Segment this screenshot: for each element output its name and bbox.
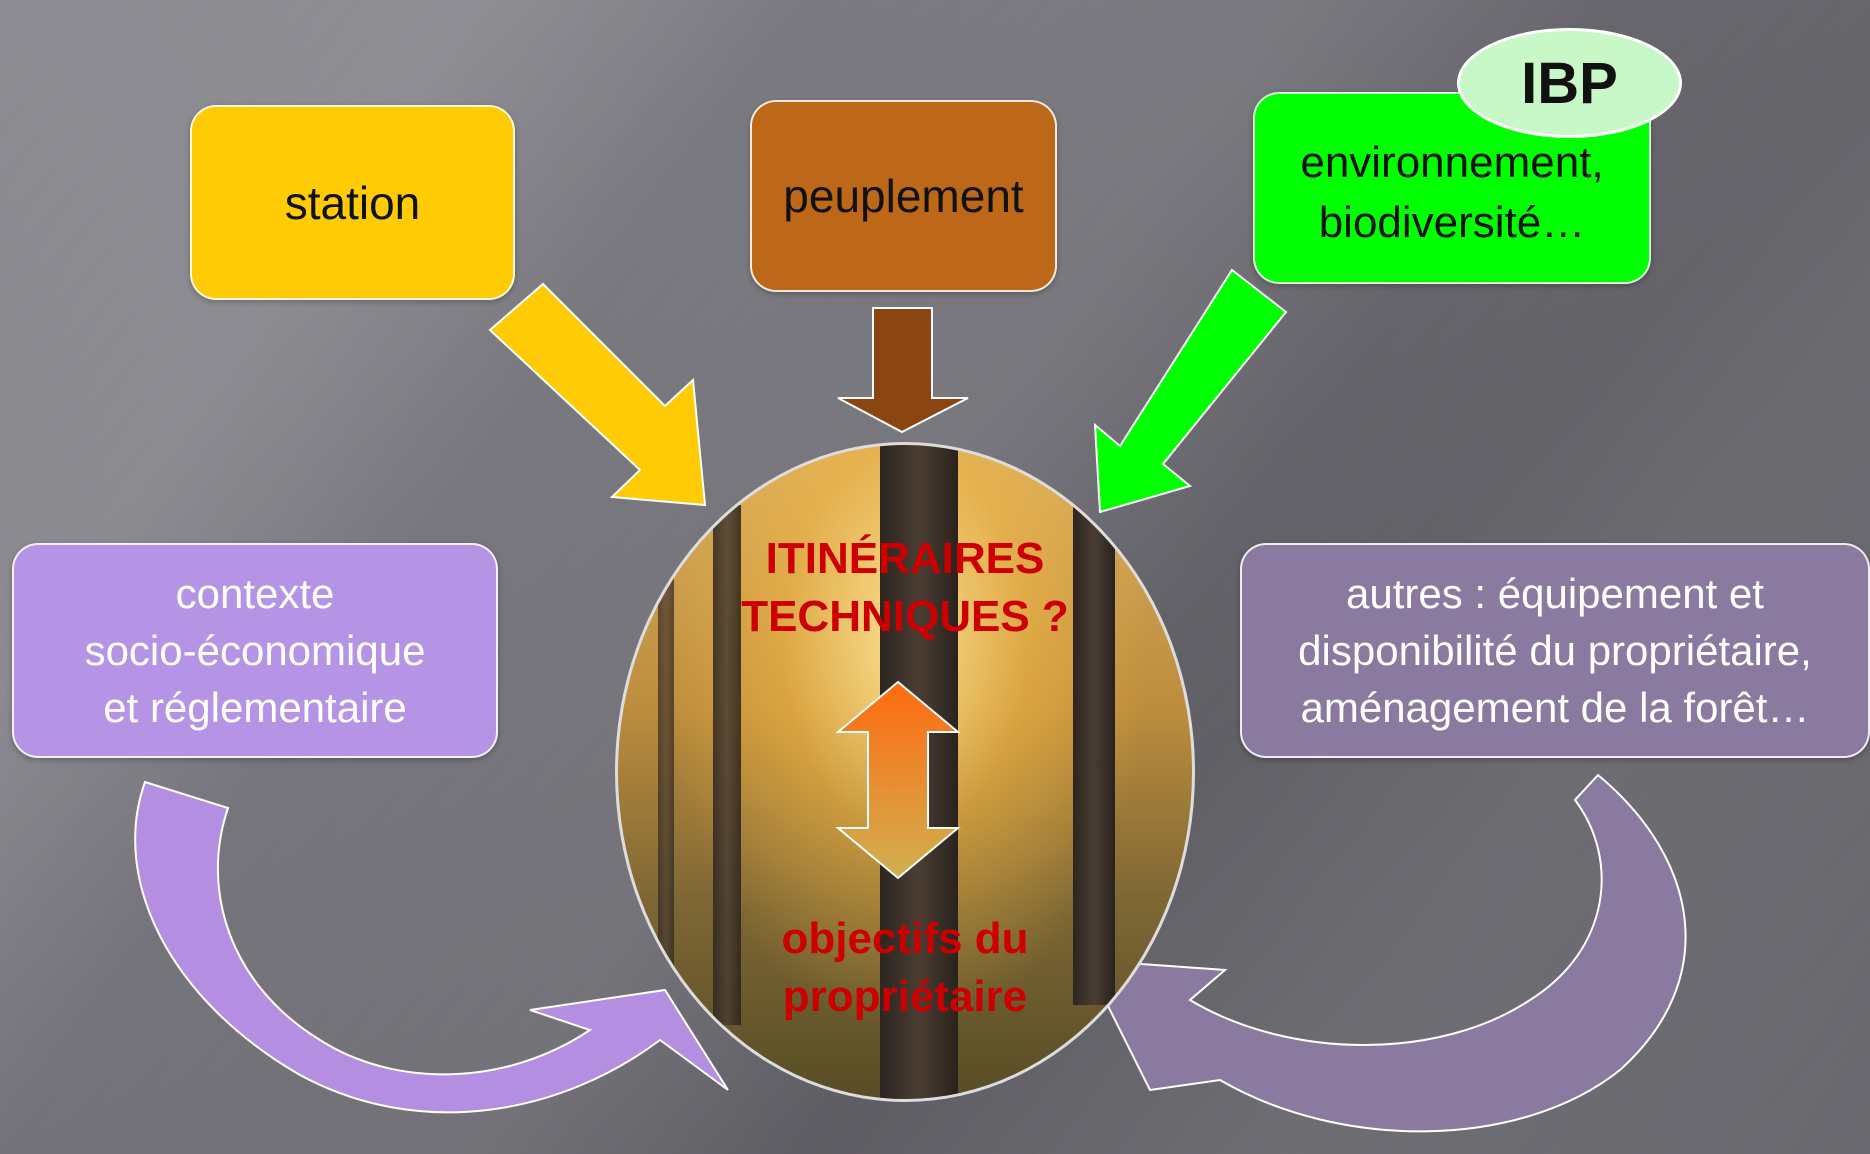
objectifs-line1: objectifs du — [781, 914, 1029, 963]
contexte-box: contexte socio-économique et réglementai… — [12, 543, 498, 758]
tree-trunk-right — [1073, 445, 1115, 1005]
itineraires-line1: ITINÉRAIRES — [765, 534, 1045, 583]
autres-label-line2: disponibilité du propriétaire, — [1298, 627, 1812, 674]
itineraires-line2: TECHNIQUES ? — [741, 592, 1069, 641]
autres-label-line3: aménagement de la forêt… — [1300, 684, 1810, 731]
autres-label-line1: autres : équipement et — [1346, 570, 1764, 617]
forest-image-circle: ITINÉRAIRES TECHNIQUES ? objectifs du pr… — [615, 442, 1195, 1102]
peuplement-arrow — [837, 307, 969, 434]
peuplement-box: peuplement — [750, 100, 1057, 292]
objectifs-title: objectifs du propriétaire — [618, 910, 1192, 1026]
autres-curved-arrow — [1083, 773, 1687, 1133]
station-arrow — [488, 282, 707, 507]
station-label: station — [284, 176, 421, 229]
contexte-label-line2: socio-économique — [84, 627, 426, 674]
environnement-label-line1: environnement, — [1300, 138, 1604, 187]
environnement-label-line2: biodiversité… — [1318, 198, 1586, 247]
autres-box: autres : équipement et disponibilité du … — [1240, 543, 1870, 758]
peuplement-label: peuplement — [783, 170, 1024, 222]
itineraires-title: ITINÉRAIRES TECHNIQUES ? — [618, 530, 1192, 646]
contexte-label-line1: contexte — [175, 570, 335, 617]
objectifs-line2: propriétaire — [782, 972, 1028, 1021]
tree-trunk-left — [713, 505, 741, 1025]
tree-trunk-far-left — [658, 535, 674, 1015]
ibp-badge: IBP — [1457, 28, 1682, 138]
station-box: station — [190, 105, 515, 300]
contexte-label-line3: et réglementaire — [103, 684, 407, 731]
contexte-curved-arrow — [134, 780, 729, 1114]
ibp-label: IBP — [1521, 50, 1618, 116]
environnement-arrow — [1093, 268, 1288, 514]
double-arrow-icon — [835, 680, 961, 880]
